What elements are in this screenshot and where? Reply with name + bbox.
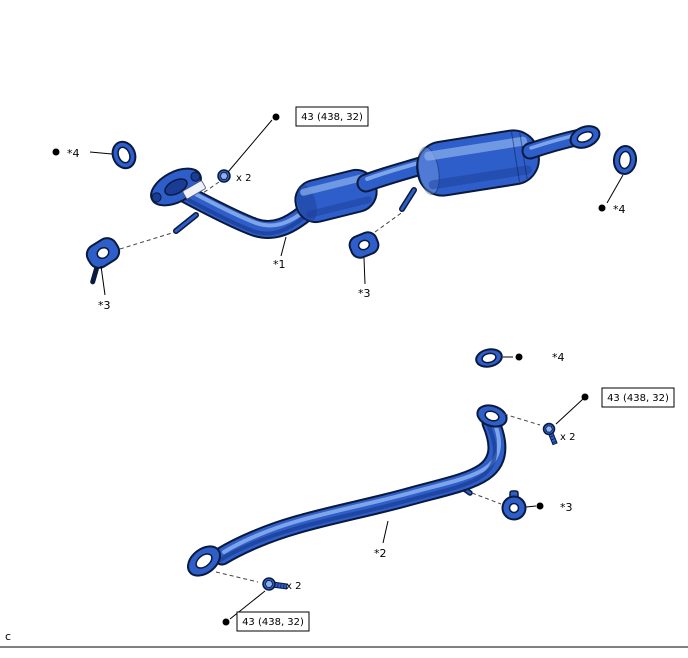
gasket-center: [475, 348, 503, 368]
front-pipe-outlet-flange: [569, 125, 601, 149]
center-exhaust-pipe-assembly: [187, 404, 508, 577]
part-ref-label: *1: [273, 258, 286, 271]
part-ref-label: *4: [552, 351, 565, 364]
gasket-front-right: [612, 145, 638, 175]
leader-dash: [202, 181, 220, 194]
gasket-front-left: [111, 140, 137, 170]
center-pipe-inlet-flange: [476, 404, 508, 428]
front-exhaust-pipe-assembly: [150, 125, 601, 239]
part-ref-label: *3: [560, 501, 573, 514]
callout-bullet: [515, 353, 523, 361]
leader-dash: [215, 571, 259, 583]
catalytic-converter: [294, 168, 378, 224]
footer-letter: c: [5, 630, 11, 643]
callout-gasket-front-right: *4: [598, 174, 626, 216]
callout-gasket-center: *4: [503, 351, 565, 364]
torque-callout-bottom: 43 (438, 32) x 2: [215, 571, 310, 632]
torque-spec-label: 43 (438, 32): [301, 112, 363, 123]
leader-line: [229, 590, 266, 620]
front-pipe-section: [174, 183, 314, 239]
torque-callout-top: 43 (438, 32) x 2: [202, 106, 369, 194]
resonator: [416, 129, 540, 197]
callout-bullet: [536, 502, 544, 510]
callout-part2: *2: [374, 520, 389, 560]
callout-bullet: [222, 618, 230, 626]
torque-spec-label: 43 (438, 32): [242, 617, 304, 628]
bolt-front-pipe: [217, 169, 231, 183]
leader-line: [89, 151, 113, 155]
leader-line: [555, 398, 584, 425]
exhaust-hanger-front: [85, 237, 121, 285]
part-ref-label: *3: [98, 299, 111, 312]
leader-line: [382, 520, 389, 544]
callout-hanger-middle: *3: [358, 210, 405, 300]
callout-gasket-front-left: *4: [52, 147, 113, 160]
leader-dash: [374, 210, 405, 233]
center-pipe-body: [212, 413, 507, 566]
leader-line: [280, 236, 287, 257]
leader-line: [100, 265, 106, 296]
mid-pipe-section: [356, 155, 434, 193]
pipe-tag: [182, 180, 206, 200]
bolt-tailpipe-upper: [542, 422, 558, 446]
callout-hanger-front: *3: [98, 232, 173, 312]
callout-bullet: [581, 393, 589, 401]
leader-line: [606, 174, 624, 204]
callout-bullet: [272, 113, 280, 121]
leader-dash: [471, 492, 502, 505]
leader-line: [363, 257, 366, 285]
bolt-quantity-label: x 2: [286, 581, 301, 592]
part-ref-label: *2: [374, 547, 387, 560]
leader-dash: [503, 413, 541, 426]
bolt-quantity-label: x 2: [560, 432, 575, 443]
torque-spec-box: [236, 611, 310, 632]
leader-line: [227, 119, 273, 173]
exhaust-hanger-middle: [348, 231, 380, 259]
torque-spec-label: 43 (438, 32): [607, 393, 669, 404]
callout-bullet: [598, 204, 606, 212]
leader-dash: [119, 232, 173, 250]
bolt-tailpipe-lower: [262, 577, 288, 591]
callout-part1: *1: [273, 236, 287, 271]
part-ref-label: *4: [613, 203, 626, 216]
bolt-quantity-label: x 2: [236, 173, 251, 184]
leader-line: [525, 505, 537, 508]
torque-spec-box: [295, 106, 369, 127]
callout-hanger-rear: *3: [471, 492, 573, 514]
part-ref-label: *4: [67, 147, 80, 160]
part-ref-label: *3: [358, 287, 371, 300]
torque-callout-right: 43 (438, 32) x 2: [503, 387, 675, 443]
exhaust-hanger-rear: [501, 490, 527, 521]
callout-bullet: [52, 148, 60, 156]
center-pipe-outlet-flange: [187, 545, 221, 577]
hanger-rod-front: [173, 212, 199, 234]
hanger-rod-middle: [399, 187, 417, 212]
torque-spec-box: [601, 387, 675, 408]
